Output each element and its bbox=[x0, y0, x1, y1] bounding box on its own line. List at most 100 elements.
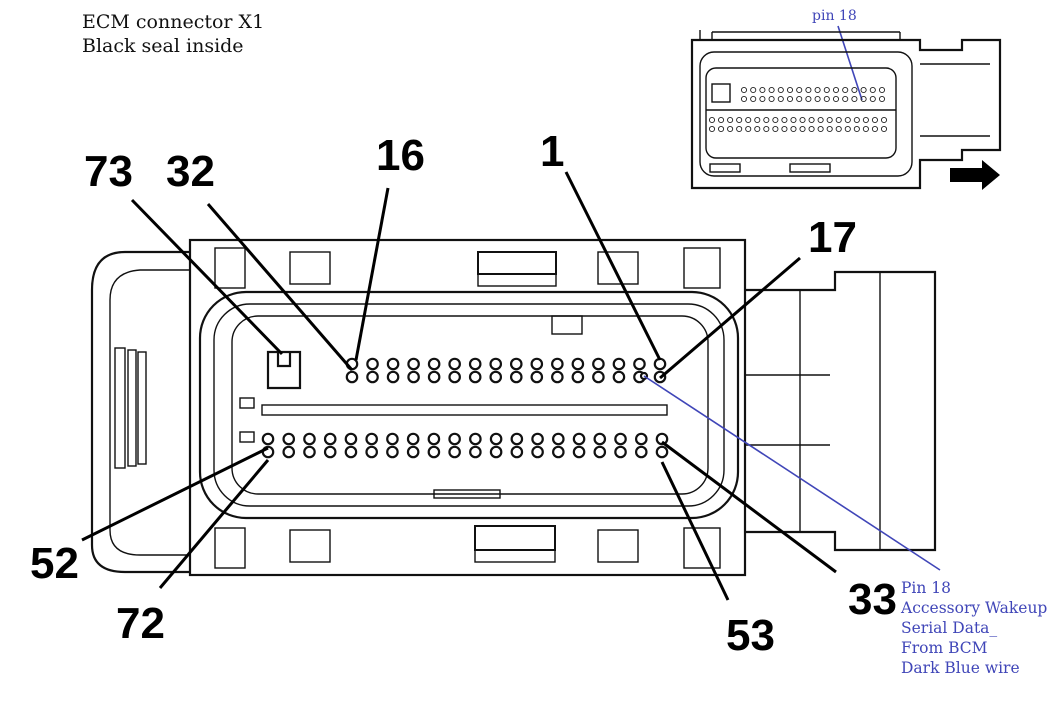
thumbnail-pin bbox=[880, 116, 888, 124]
pin-cavity bbox=[614, 432, 627, 446]
thumbnail-pin bbox=[869, 95, 876, 103]
callout-source: From BCM bbox=[901, 639, 988, 657]
pin-cavity bbox=[593, 445, 607, 459]
pin-cavity bbox=[571, 357, 585, 371]
connector-shroud bbox=[198, 290, 740, 520]
pin-cavity bbox=[303, 432, 316, 446]
pin-cavity bbox=[509, 370, 523, 384]
thumbnail-pin bbox=[844, 116, 851, 124]
thumbnail-pin bbox=[796, 95, 803, 103]
thumbnail-pin bbox=[750, 86, 757, 94]
pin-label-72: 72 bbox=[116, 599, 165, 648]
pin-cavity bbox=[489, 432, 503, 446]
thumbnail-pin bbox=[786, 95, 794, 103]
thumbnail-pin bbox=[871, 116, 878, 124]
pin-cavity bbox=[592, 370, 605, 384]
rear-extension bbox=[745, 270, 937, 552]
pin-cavity bbox=[468, 357, 482, 371]
pin-label-17: 17 bbox=[808, 213, 857, 262]
pin-cavity bbox=[510, 445, 524, 459]
pin-cavity bbox=[323, 432, 337, 446]
pin-cavity bbox=[530, 357, 544, 371]
pin-label-32: 32 bbox=[166, 147, 215, 196]
pin-cavity bbox=[366, 370, 379, 384]
thumbnail-pin bbox=[754, 125, 761, 133]
pin-cavity bbox=[634, 432, 648, 446]
thumbnail-pin bbox=[814, 86, 821, 94]
main-pins bbox=[261, 357, 669, 459]
pin-cavity bbox=[282, 432, 296, 446]
pin-cavity bbox=[386, 432, 399, 446]
thumbnail-pin bbox=[763, 125, 770, 133]
thumbnail-pin bbox=[790, 116, 797, 124]
thumbnail-pin bbox=[835, 125, 842, 133]
leader-33 bbox=[661, 440, 837, 574]
thumbnail-pin bbox=[727, 125, 734, 133]
thumbnail-pin bbox=[871, 125, 878, 133]
thumbnail-pin bbox=[736, 116, 743, 124]
pin-cavity bbox=[571, 370, 585, 384]
thumbnail-pin bbox=[736, 125, 743, 133]
right-arrow-icon bbox=[950, 160, 1000, 190]
pin-cavity bbox=[448, 357, 461, 371]
thumbnail-pin bbox=[851, 95, 858, 103]
pin-cavity bbox=[448, 370, 461, 384]
left-latch bbox=[90, 250, 190, 574]
pin-cavity bbox=[469, 432, 482, 446]
thumbnail-pin bbox=[851, 86, 858, 94]
thumbnail-pin bbox=[842, 95, 849, 103]
leader-16 bbox=[354, 187, 390, 361]
thumbnail-pin bbox=[814, 95, 821, 103]
thumbnail-pin bbox=[796, 86, 803, 94]
pin-cavity bbox=[551, 370, 564, 384]
pin-cavity bbox=[323, 445, 337, 459]
pin-cavity bbox=[345, 370, 359, 384]
thumbnail-pin bbox=[708, 125, 716, 133]
connector-key bbox=[266, 350, 302, 390]
thumbnail-pin-label: pin 18 bbox=[812, 8, 857, 24]
thumbnail-pin bbox=[823, 95, 830, 103]
thumbnail-pin bbox=[826, 116, 833, 124]
thumbnail-pin bbox=[878, 86, 886, 94]
pin-cavity bbox=[365, 445, 378, 459]
connector-face bbox=[231, 315, 709, 495]
pin-cavity bbox=[386, 445, 399, 459]
pin-label-1: 1 bbox=[540, 127, 564, 176]
leader-72 bbox=[158, 459, 270, 589]
pin18-callout-line bbox=[643, 375, 941, 571]
thumbnail-pin-pointer bbox=[837, 25, 863, 101]
pin-cavity bbox=[655, 445, 669, 459]
thumbnail-pin bbox=[777, 86, 784, 94]
pin-label-53: 53 bbox=[726, 611, 775, 660]
pin-cavity bbox=[531, 445, 544, 459]
pin-cavity bbox=[612, 357, 626, 371]
pin-cavity bbox=[386, 370, 400, 384]
thumbnail-pin bbox=[754, 116, 761, 124]
thumbnail-pin bbox=[869, 86, 876, 94]
pin-cavity bbox=[655, 432, 669, 446]
thumbnail-pin bbox=[727, 116, 734, 124]
thumbnail-pin bbox=[808, 116, 815, 124]
thumbnail-pin bbox=[777, 95, 784, 103]
callout-wire-color: Dark Blue wire bbox=[901, 659, 1020, 677]
pin-cavity bbox=[365, 432, 378, 446]
pin-cavity bbox=[344, 432, 358, 446]
leader-53 bbox=[660, 461, 730, 601]
diagram-title: ECM connector X1 bbox=[82, 11, 264, 33]
pin-cavity bbox=[614, 445, 627, 459]
thumbnail-pin bbox=[842, 86, 849, 94]
pin-label-16: 16 bbox=[376, 131, 425, 180]
pin-cavity bbox=[612, 370, 626, 384]
thumbnail-pin bbox=[832, 95, 840, 103]
pin-cavity bbox=[282, 445, 296, 459]
pin-cavity bbox=[633, 357, 646, 371]
thumbnail-face bbox=[705, 67, 897, 159]
pin-label-73: 73 bbox=[84, 147, 133, 196]
leader-52 bbox=[81, 446, 269, 542]
thumbnail-pin bbox=[768, 95, 775, 103]
pin-cavity bbox=[593, 432, 607, 446]
thumbnail-pin bbox=[772, 125, 779, 133]
thumbnail-pin bbox=[835, 116, 842, 124]
pin-cavity bbox=[366, 357, 379, 371]
